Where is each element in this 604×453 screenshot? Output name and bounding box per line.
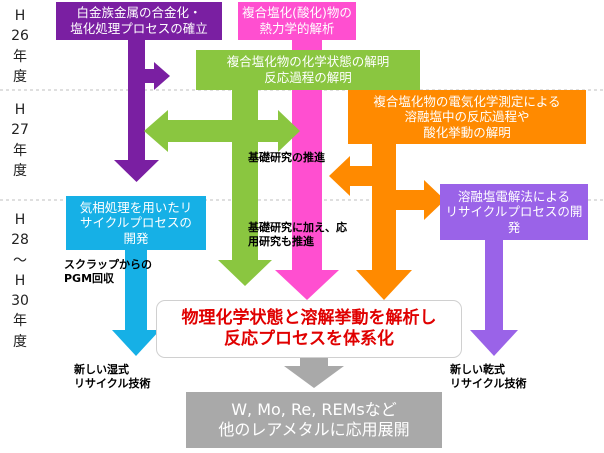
green-arrow xyxy=(144,90,300,286)
orange-arrow xyxy=(329,140,445,300)
violet-arrow xyxy=(470,240,518,356)
basic-research-label: 基礎研究の推進 xyxy=(248,151,325,164)
gas-phase-box: 気相処理を用いたリサイクルプロセスの開発 xyxy=(66,196,206,250)
wet-recycling-label: 新しい湿式リサイクル技術 xyxy=(74,363,151,391)
apply-box: W, Mo, Re, REMsなど他のレアメタルに応用展開 xyxy=(186,392,442,448)
central-box: 物理化学状態と溶解挙動を解析し反応プロセスを体系化 xyxy=(156,300,462,358)
molten-salt-box: 溶融塩電解法によるリサイクルプロセスの開発 xyxy=(440,184,588,240)
purple-arrow xyxy=(114,40,170,182)
thermo-box: 複合塩化(酸化)物の熱力学的解析 xyxy=(238,2,356,40)
blue-arrow xyxy=(112,250,160,356)
chem-state-box: 複合塩化物の化学状態の解明反応過程の解明 xyxy=(196,50,420,90)
electrochem-box: 複合塩化物の電気化学測定による溶融塩中の反応過程や酸化挙動の解明 xyxy=(348,90,586,144)
dry-recycling-label: 新しい乾式リサイクル技術 xyxy=(450,363,527,391)
gray-arrow xyxy=(284,358,344,388)
applied-research-label: 基礎研究に加え、応用研究も推進 xyxy=(248,221,347,249)
pgm-alloy-box: 白金族金属の合金化・塩化処理プロセスの確立 xyxy=(56,2,222,40)
